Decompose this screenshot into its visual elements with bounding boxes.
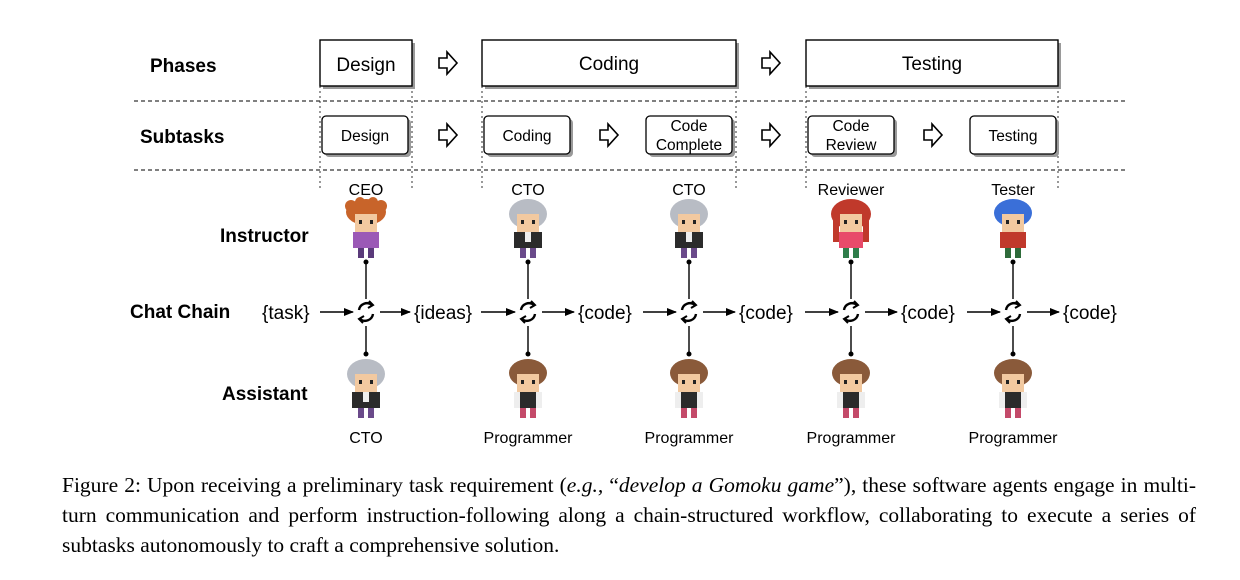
chain-token-task: {task} [262,303,310,324]
subtask-label: Coding [502,128,551,145]
chain-token-code: {code} [739,303,793,324]
subtask-label-line1: Code [832,118,869,135]
subtask-label-line2: Complete [656,137,722,154]
instructor-role-ceo: CEO [349,182,384,199]
cto-character-icon [670,199,708,258]
caption-body: Figure 2: Upon receiving a preliminary t… [62,470,1196,560]
ceo-character-icon [345,197,387,258]
instructor-role-cto: CTO [511,182,544,199]
phase-guides [319,86,1059,190]
cto-character-icon [347,359,385,418]
tester-character-icon [994,199,1032,258]
assistant-role-programmer: Programmer [484,430,574,447]
chain-token-code: {code} [1063,303,1117,324]
chatchain-diagram: Phases Subtasks Instructor Chat Chain As… [130,39,1128,447]
subtask-arrows [438,121,944,149]
chain-token-ideas: {ideas} [414,303,472,324]
phase-label: Testing [902,54,962,75]
instructor-role-cto: CTO [672,182,705,199]
cycle-arrows-icon [519,300,537,324]
role-connectors [365,262,1014,354]
hollow-right-arrow-icon [599,121,620,149]
hollow-right-arrow-icon [438,49,459,77]
programmer-character-icon [994,359,1032,418]
subtask-coding: Coding [483,115,573,157]
row-label-instructor: Instructor [220,226,309,247]
cycle-arrows-icon [842,300,860,324]
programmer-character-icon [670,359,708,418]
caption-eg: e.g., [566,473,604,497]
subtask-code-complete: Code Complete [645,115,735,157]
assistant-role-programmer: Programmer [807,430,897,447]
subtask-code-review: Code Review [807,115,897,157]
caption-line3: collaborating to execute a series of sub… [62,503,1196,557]
subtask-label-line2: Review [826,137,878,154]
caption-part2: ”), these software agents engage in mult… [62,473,1197,527]
assistant-role-programmer: Programmer [969,430,1059,447]
assistant-role-cto: CTO [349,430,382,447]
subtask-design: Design [321,115,411,157]
cycle-arrows-icon [680,300,698,324]
caption-quote: develop a Gomoku game [618,473,835,497]
subtask-label-line1: Code [670,118,707,135]
cycle-arrows-icon [357,300,375,324]
phase-testing: Testing [805,39,1061,89]
connector-dots [363,259,1016,357]
figure-caption: Figure 2: Upon receiving a preliminary t… [62,470,1196,560]
hollow-right-arrow-icon [761,49,782,77]
programmer-character-icon [509,359,547,418]
phase-label: Coding [579,54,639,75]
assistant-role-programmer: Programmer [645,430,735,447]
hollow-right-arrow-icon [761,121,782,149]
chain-token-code: {code} [901,303,955,324]
hollow-right-arrow-icon [923,121,944,149]
phase-design: Design [319,39,415,89]
subtask-testing: Testing [969,115,1059,157]
phase-coding: Coding [481,39,739,89]
reviewer-character-icon [831,199,871,258]
row-label-subtasks: Subtasks [140,127,224,148]
cycle-arrows-icon [1004,300,1022,324]
programmer-character-icon [832,359,870,418]
caption-part1: Figure 2: Upon receiving a preliminary t… [62,473,567,497]
subtask-label: Testing [988,128,1037,145]
phase-label: Design [336,55,395,76]
chain-token-code: {code} [578,303,632,324]
cto-character-icon [509,199,547,258]
chat-nodes [357,300,1022,324]
instructor-role-reviewer: Reviewer [818,182,885,199]
row-label-chat-chain: Chat Chain [130,302,230,323]
row-label-phases: Phases [150,56,217,77]
subtask-label: Design [341,128,389,145]
instructor-role-tester: Tester [991,182,1035,199]
row-label-assistant: Assistant [222,384,308,405]
caption-quote-open: “ [603,473,619,497]
phase-arrows [438,49,782,77]
hollow-right-arrow-icon [438,121,459,149]
